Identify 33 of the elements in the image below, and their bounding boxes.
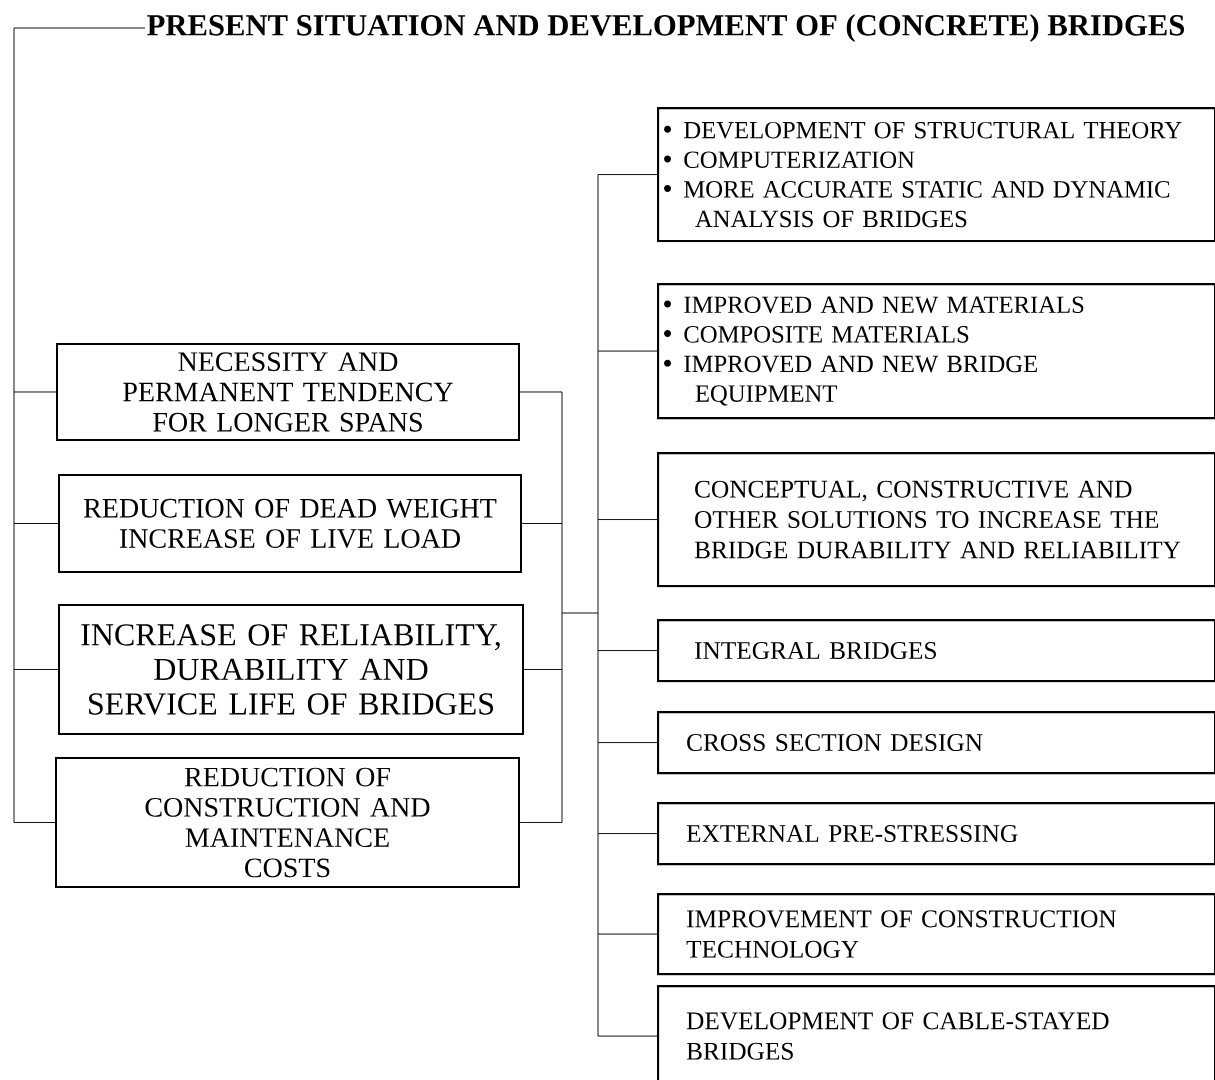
measure-box: CONCEPTUAL, CONSTRUCTIVE AND OTHER SOLUTIONS TO INCREASE THE BRIDGE DURABILITY AND RELIABILITY xyxy=(657,452,1215,588)
connector-line xyxy=(597,519,658,521)
connector-line xyxy=(561,391,563,823)
cause-box: REDUCTION OF CONSTRUCTION AND MAINTENANCE COSTS xyxy=(55,757,520,888)
connector-line xyxy=(523,669,563,670)
connector-line xyxy=(13,27,146,823)
cause-box: NECESSITY AND PERMANENT TENDENCY FOR LONGER SPANS xyxy=(56,343,520,441)
connector-line xyxy=(519,391,563,393)
connector-line xyxy=(13,822,56,823)
connector-line xyxy=(13,669,59,670)
measure-box: IMPROVEMENT OF CONSTRUCTION TECHNOLOGY xyxy=(657,893,1215,976)
connector-line xyxy=(597,350,658,352)
connector-line xyxy=(13,391,57,393)
connector-line xyxy=(597,650,658,652)
title-text: PRESENT SITUATION AND DEVELOPMENT OF (CONCRETE) BRIDGES xyxy=(147,14,1185,42)
measure-box: DEVELOPMENT OF CABLE-STAYED BRIDGES xyxy=(657,985,1215,1080)
connector-line xyxy=(13,523,59,524)
measure-box: EXTERNAL PRE-STRESSING xyxy=(657,802,1215,866)
measure-box: INTEGRAL BRIDGES xyxy=(657,619,1215,683)
connector-line xyxy=(597,833,658,835)
connector-line xyxy=(597,174,658,176)
connector-line xyxy=(519,822,563,823)
connector-line xyxy=(597,742,658,744)
connector-line xyxy=(597,1035,658,1037)
connector-line xyxy=(561,612,599,614)
measure-box: CROSS SECTION DESIGN xyxy=(657,711,1215,775)
measure-box: DEVELOPMENT OF STRUCTURAL THEORY COMPUTERIZATION MORE ACCURATE STATIC AND DYNAMIC ANALYSIS OF BRIDGES xyxy=(657,107,1215,243)
cause-box: REDUCTION OF DEAD WEIGHT INCREASE OF LIVE LOAD xyxy=(58,474,522,573)
connector-line xyxy=(597,933,658,935)
cause-box: INCREASE OF RELIABILITY, DURABILITY AND SERVICE LIFE OF BRIDGES xyxy=(58,604,524,735)
measure-box: IMPROVED AND NEW MATERIALS COMPOSITE MATERIALS IMPROVED AND NEW BRIDGE EQUIPMENT xyxy=(657,283,1215,420)
connector-line xyxy=(597,174,599,1037)
connector-line xyxy=(521,523,563,524)
